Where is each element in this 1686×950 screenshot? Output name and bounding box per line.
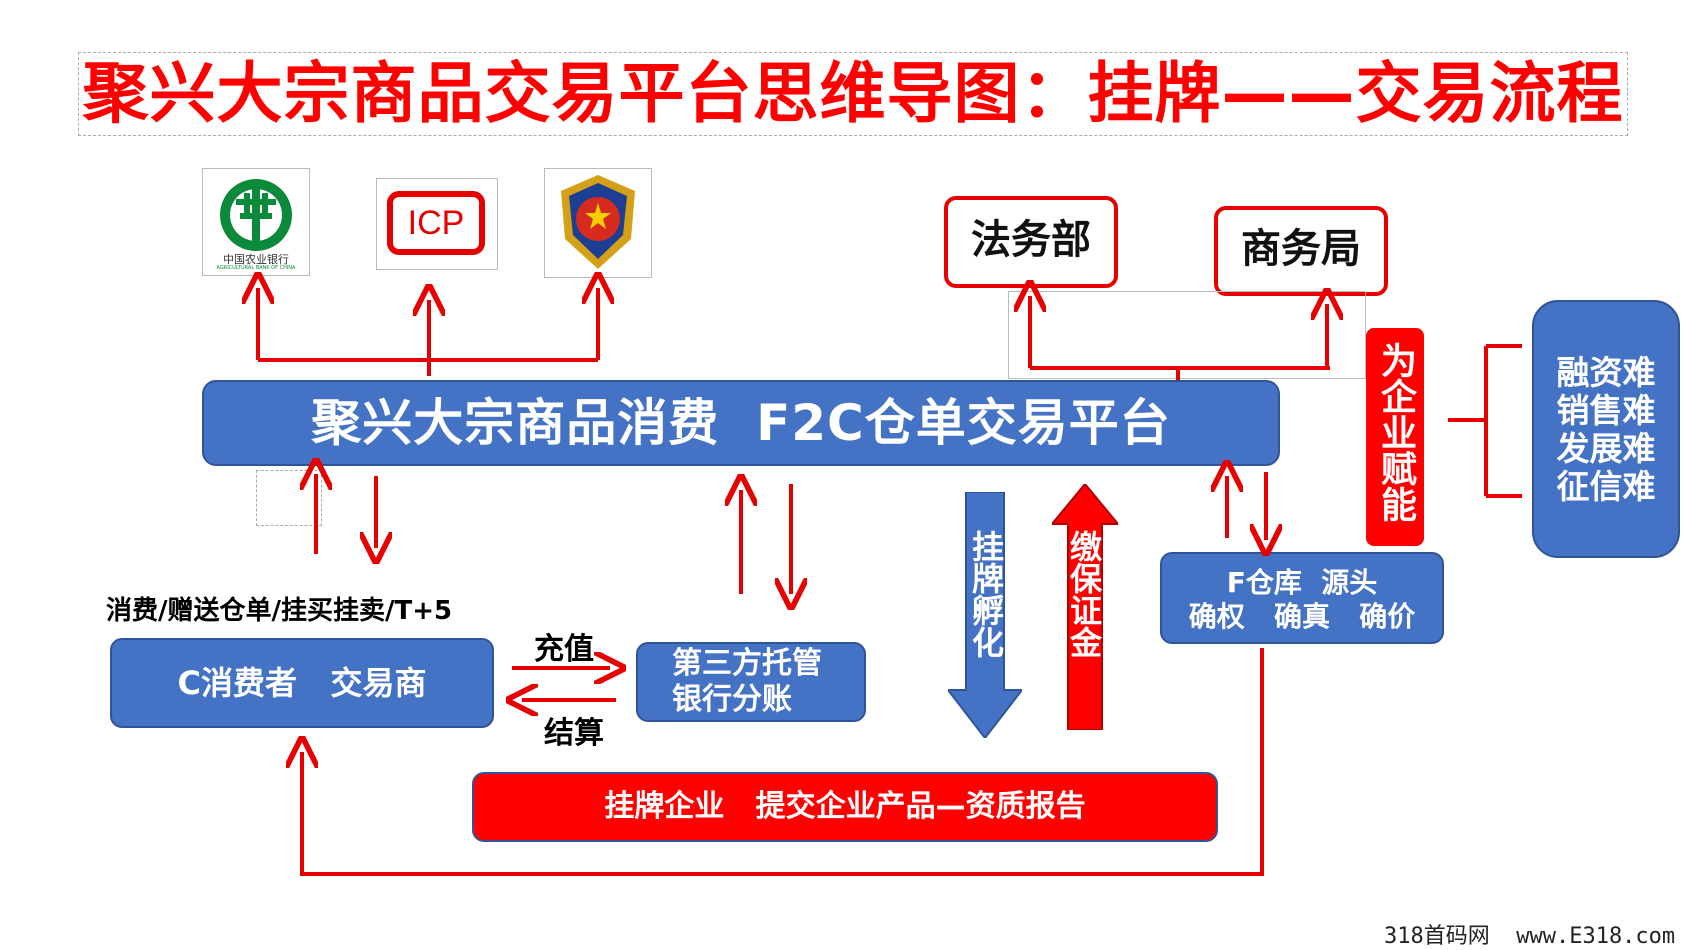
deposit-arrow	[1052, 484, 1118, 730]
agricultural-bank-logo: 中国农业银行 AGRICULTURAL BANK OF CHINA	[202, 168, 310, 276]
difficulty-sales: 销售难	[1556, 391, 1656, 430]
warehouse-line2: 确权 确真 确价	[1188, 600, 1416, 633]
empower-label: 为企业赋能	[1375, 342, 1416, 522]
empower-bar: 为企业赋能	[1366, 328, 1424, 546]
warehouse-line1: F仓库 源头	[1226, 566, 1378, 599]
difficulty-financing: 融资难	[1556, 353, 1656, 392]
approval-frame	[1008, 291, 1366, 379]
consumer-label: C消费者 交易商	[177, 664, 427, 702]
icp-logo: ICP	[376, 178, 498, 270]
incubate-arrow	[948, 492, 1022, 738]
icp-text: ICP	[407, 204, 465, 242]
consumer-box: C消费者 交易商	[110, 638, 494, 728]
commerce-bureau-label: 商务局	[1241, 226, 1361, 272]
page-title: 聚兴大宗商品交易平台思维导图：挂牌——交易流程	[78, 52, 1628, 136]
warehouse-box: F仓库 源头 确权 确真 确价	[1160, 552, 1444, 644]
bank-name-en: AGRICULTURAL BANK OF CHINA	[216, 265, 296, 271]
difficulties-box: 融资难 销售难 发展难 征信难	[1532, 300, 1680, 558]
listing-bar: 挂牌企业 提交企业产品—资质报告	[472, 772, 1218, 842]
legal-department-label: 法务部	[971, 217, 1091, 263]
icp-badge	[387, 191, 485, 255]
deposit-label: 缴保证金	[1065, 530, 1103, 658]
difficulty-development: 发展难	[1556, 429, 1656, 468]
listing-label: 挂牌企业 提交企业产品—资质报告	[604, 789, 1086, 824]
incubate-label: 挂牌孵化	[967, 530, 1005, 658]
consumer-operations-label: 消费/赠送仓单/挂买挂卖/T+5	[106, 596, 453, 626]
dashed-frame	[256, 470, 322, 526]
bank-custody-line2: 银行分账	[672, 682, 792, 717]
settle-label: 结算	[544, 716, 604, 751]
watermark: 318首码网 www.E318.com	[1384, 924, 1676, 949]
platform-label: 聚兴大宗商品消费 F2C仓单交易平台	[311, 394, 1171, 452]
police-emblem-logo	[544, 168, 652, 278]
bank-name-cn: 中国农业银行	[223, 253, 289, 266]
agricultural-bank-icon	[220, 179, 292, 251]
bank-custody-line1: 第三方托管	[672, 646, 822, 681]
difficulty-credit: 征信难	[1556, 467, 1656, 506]
platform-bar: 聚兴大宗商品消费 F2C仓单交易平台	[202, 380, 1280, 466]
recharge-label: 充值	[534, 632, 594, 667]
commerce-bureau-box: 商务局	[1214, 206, 1388, 296]
bank-custody-box: 第三方托管 银行分账	[636, 642, 866, 722]
police-emblem-icon	[561, 175, 635, 269]
